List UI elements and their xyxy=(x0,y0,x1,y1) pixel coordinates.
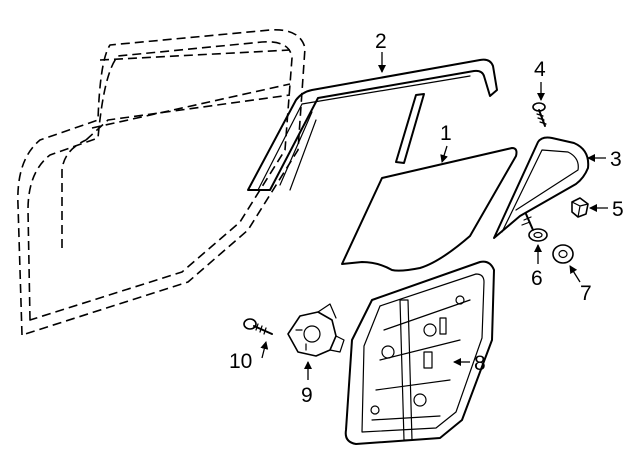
part-1-glass xyxy=(341,147,518,272)
callout-6: 6 xyxy=(531,267,543,290)
callout-8: 8 xyxy=(474,352,486,375)
callout-4: 4 xyxy=(534,58,546,81)
callout-2: 2 xyxy=(375,30,387,53)
part-6-bolt xyxy=(521,213,548,242)
part-10-screw xyxy=(243,318,273,335)
leader-10 xyxy=(260,341,269,359)
callout-5: 5 xyxy=(612,198,624,221)
part-7-washer xyxy=(552,244,574,264)
callout-10: 10 xyxy=(229,350,252,373)
part-2-window-channel xyxy=(247,58,498,191)
part-3-quarter-glass xyxy=(493,136,590,239)
part-5-clip xyxy=(571,197,589,218)
door-outline xyxy=(17,29,306,336)
part-9-motor xyxy=(287,303,345,357)
callout-labels: 1 2 3 4 5 6 7 8 9 10 xyxy=(229,30,624,407)
part-4-screw xyxy=(532,102,547,127)
callout-1: 1 xyxy=(440,122,452,145)
part-8-window-regulator xyxy=(344,260,495,445)
callout-9: 9 xyxy=(301,384,313,407)
callout-3: 3 xyxy=(610,148,622,171)
leader-1 xyxy=(440,145,448,163)
leader-lines xyxy=(260,52,608,380)
leader-7 xyxy=(569,265,581,283)
callout-7: 7 xyxy=(580,282,592,305)
